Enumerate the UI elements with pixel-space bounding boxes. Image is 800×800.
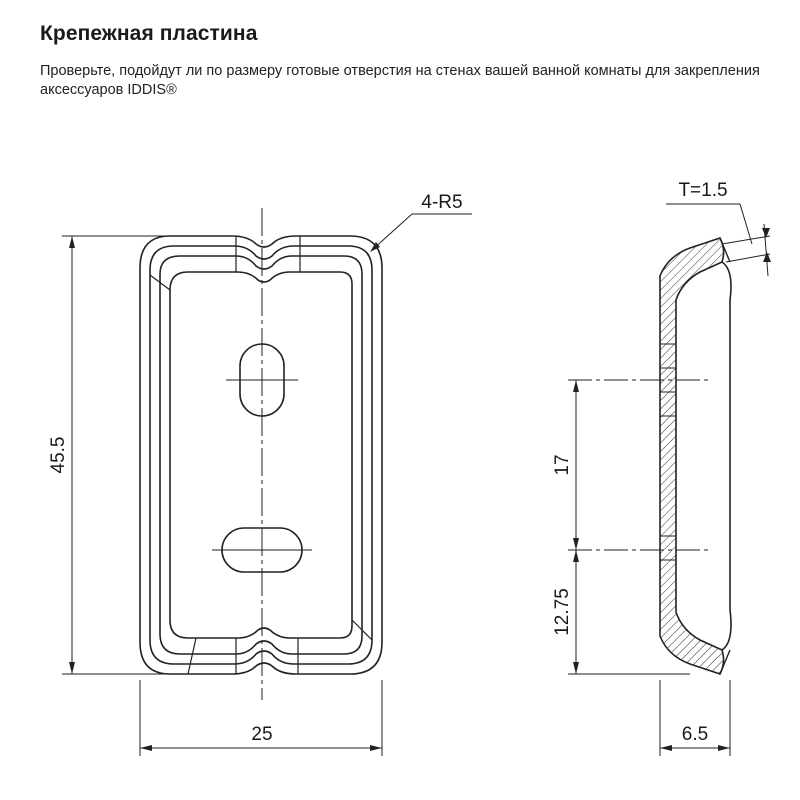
width-dimension-label: 25 xyxy=(251,724,272,745)
bottom-offset-label: 12.75 xyxy=(552,588,573,636)
height-dimension-label: 45.5 xyxy=(48,437,69,474)
front-view xyxy=(139,235,383,675)
side-view xyxy=(659,237,732,675)
plate-inner-face xyxy=(169,271,353,639)
hole-spacing-label: 17 xyxy=(552,454,573,475)
plate-flange-contour xyxy=(149,245,373,665)
radius-dimension-label: 4-R5 xyxy=(421,192,462,213)
plate-bend-contour xyxy=(159,255,363,655)
side-dimensions xyxy=(568,203,771,756)
front-dimensions xyxy=(62,213,472,756)
page-subtitle: Проверьте, подойдут ли по размеру готовы… xyxy=(40,63,760,98)
depth-dimension-label: 6.5 xyxy=(682,724,708,745)
front-center-lines xyxy=(212,208,312,700)
thickness-label: T=1.5 xyxy=(678,180,727,201)
plate-outer-contour xyxy=(139,235,383,675)
page-title: Крепежная пластина xyxy=(40,22,258,45)
side-section xyxy=(659,237,725,675)
